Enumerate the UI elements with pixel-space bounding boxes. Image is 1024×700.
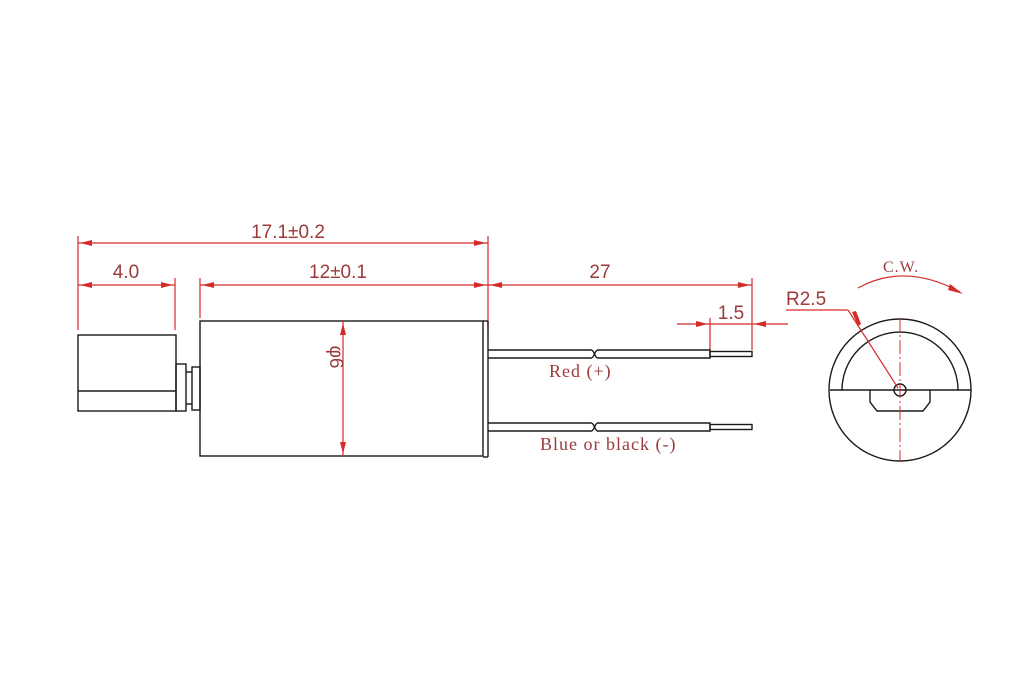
red-wire bbox=[488, 349, 753, 359]
lead-length-dimension: 27 bbox=[488, 262, 752, 288]
motor-can bbox=[199, 320, 484, 457]
cap-length-dimension: 4.0 bbox=[78, 262, 175, 288]
radius-label: R2.5 bbox=[786, 289, 826, 310]
lead-length-label: 27 bbox=[589, 262, 610, 283]
blue-wire-label: Blue or black (-) bbox=[540, 434, 676, 455]
extension-lines bbox=[77, 236, 753, 350]
body-length-label: 12±0.1 bbox=[309, 262, 367, 283]
cap-length-label: 4.0 bbox=[113, 262, 139, 283]
diameter-label: φ6 bbox=[325, 346, 346, 369]
eccentric-weight bbox=[77, 334, 177, 412]
body-length-dimension: 12±0.1 bbox=[200, 262, 488, 288]
shaft bbox=[175, 363, 187, 412]
strip-length-label: 1.5 bbox=[718, 303, 744, 324]
diameter-dimension: φ6 bbox=[325, 321, 346, 456]
overall-length-dimension: 17.1±0.2 bbox=[78, 222, 488, 246]
red-wire-label: Red (+) bbox=[549, 361, 612, 382]
motor-end-view: R2.5 C.W. bbox=[786, 259, 972, 462]
blue-wire bbox=[488, 422, 753, 432]
overall-length-label: 17.1±0.2 bbox=[251, 222, 325, 243]
strip-length-dimension: 1.5 bbox=[677, 303, 788, 327]
motor-side-view bbox=[77, 320, 489, 458]
rotation-label: C.W. bbox=[883, 259, 919, 276]
